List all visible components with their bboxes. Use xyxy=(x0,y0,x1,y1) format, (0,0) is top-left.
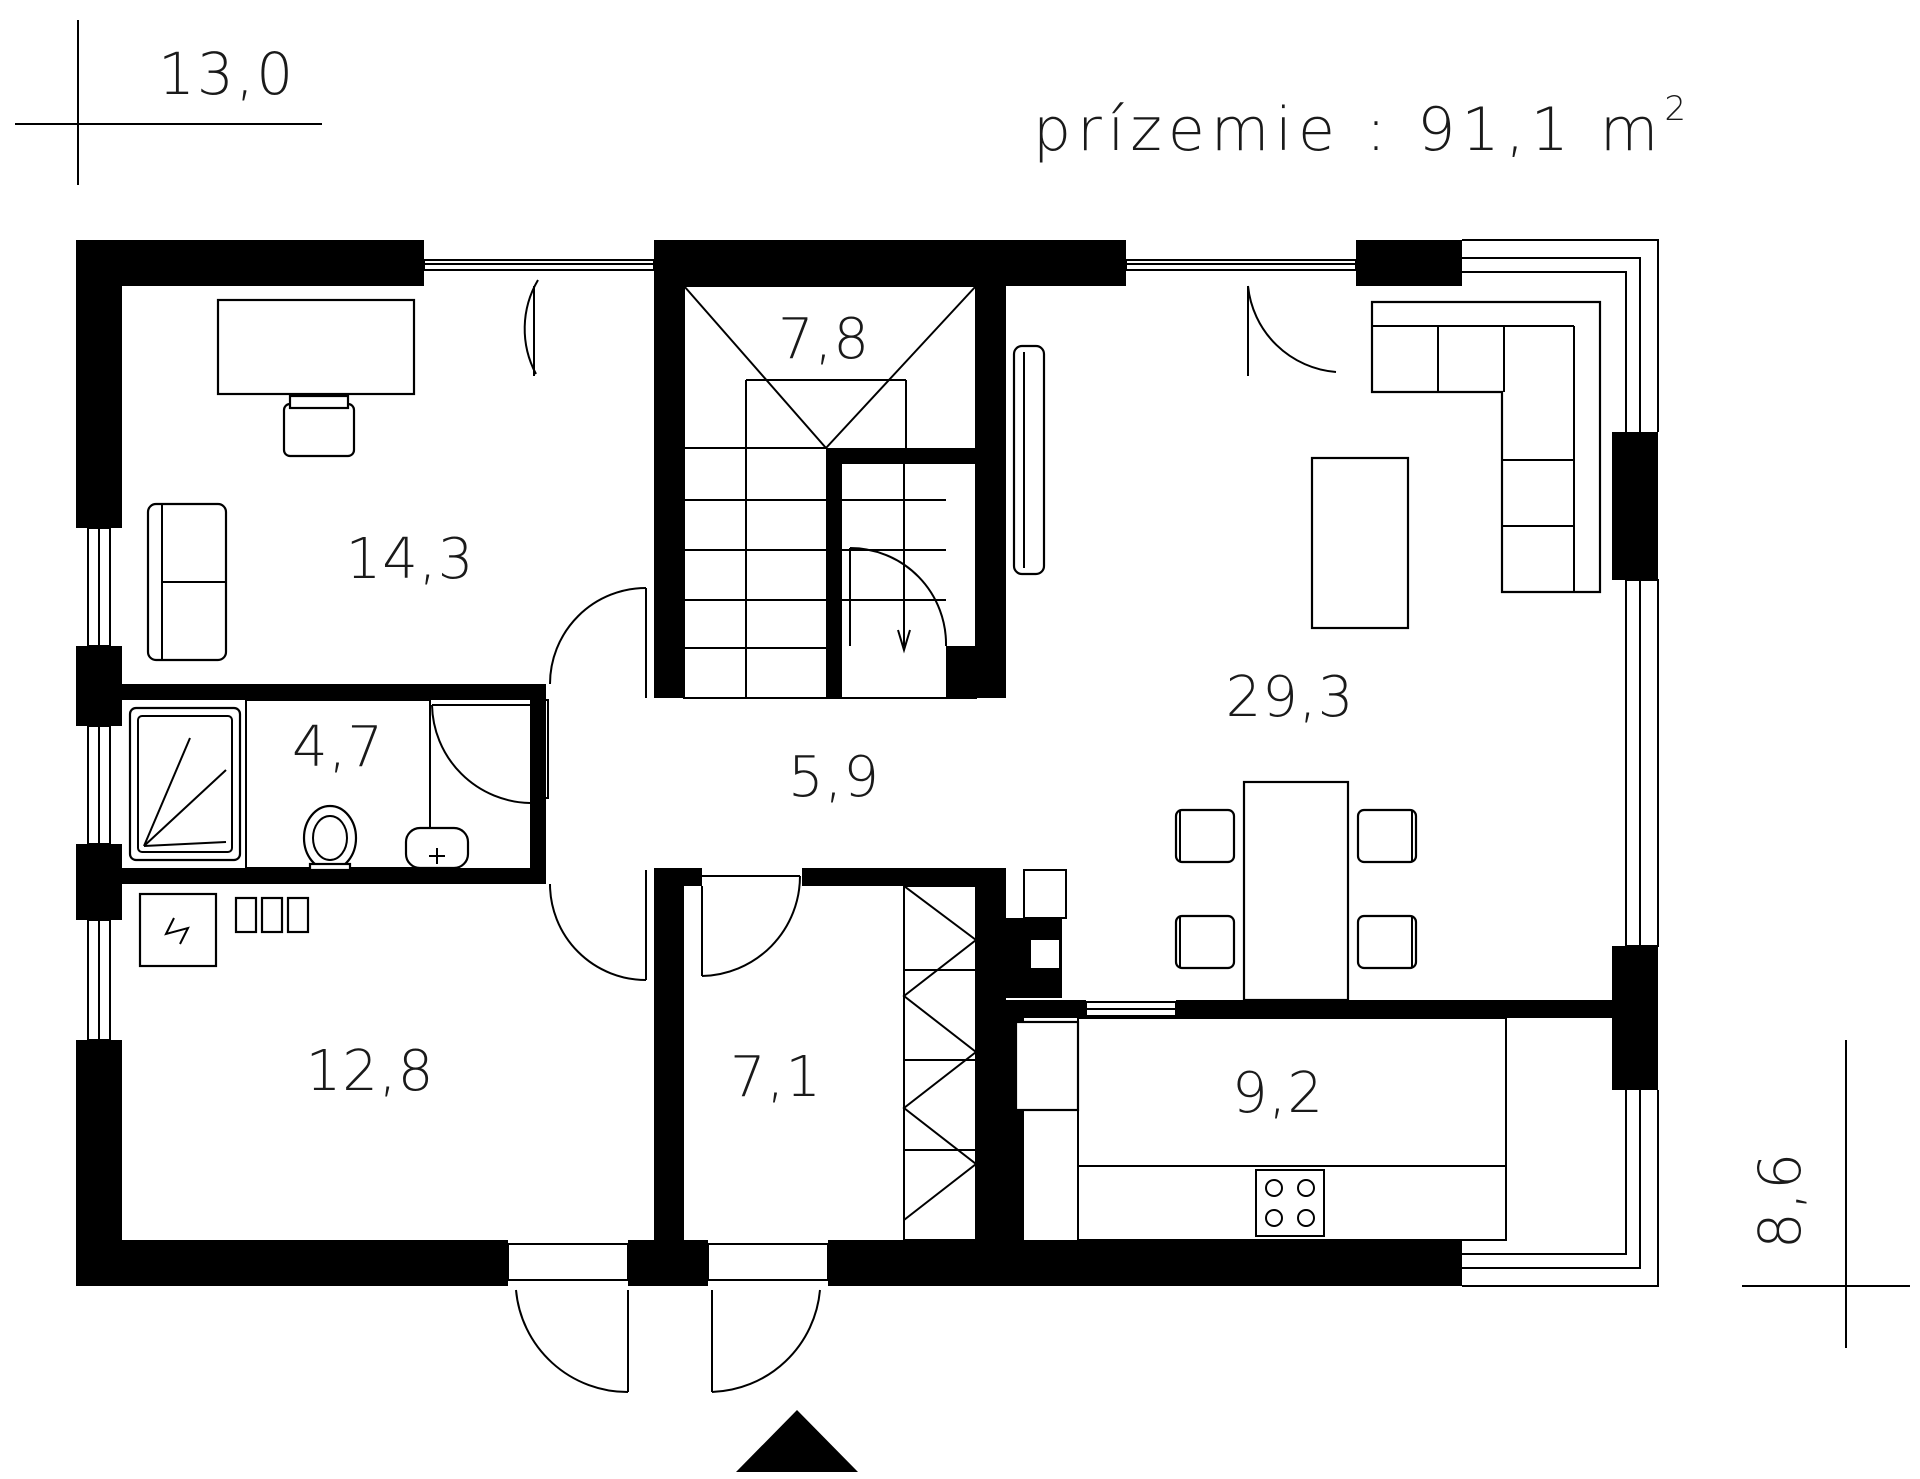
width-dimension-marker: 13,0 xyxy=(15,20,322,185)
room-area-kitchen: 9,2 xyxy=(1232,1061,1324,1126)
dining-chair xyxy=(1174,914,1236,970)
internal-glazing xyxy=(1085,1001,1501,1017)
windows xyxy=(87,239,1659,1287)
dining-chair xyxy=(1356,914,1418,970)
fridge xyxy=(1014,1020,1080,1112)
dining-chair xyxy=(1356,808,1418,864)
room-area-bath: 4,7 xyxy=(292,715,384,780)
coffee-table xyxy=(1310,456,1410,630)
entrance-arrow-icon xyxy=(736,1410,858,1472)
tv-unit xyxy=(1012,344,1046,576)
depth-dimension-label: 8,6 xyxy=(1746,1151,1814,1249)
room-area-utility: 12,8 xyxy=(306,1039,435,1104)
corner-sofa xyxy=(1370,300,1602,594)
floor-title: prízemie : 91,1 m2 xyxy=(1033,89,1692,165)
study-furniture xyxy=(146,298,416,662)
bathroom-fixtures xyxy=(128,699,549,872)
room-area-stair: 7,8 xyxy=(778,307,870,372)
floor-title-text: prízemie : 91,1 m xyxy=(1033,95,1664,165)
room-area-living: 29,3 xyxy=(1226,665,1355,730)
shower-tray xyxy=(128,706,242,862)
living-furniture xyxy=(1012,300,1602,1002)
kitchen-units xyxy=(1014,1017,1507,1241)
room-area-hall: 5,9 xyxy=(788,745,880,810)
dining-table xyxy=(1242,780,1350,1002)
outer-walls xyxy=(76,240,1658,1286)
chimney-box xyxy=(1023,869,1067,919)
staircase xyxy=(683,285,977,699)
entry-wardrobe xyxy=(902,885,978,1241)
desk xyxy=(216,298,416,396)
room-labels: 14,3 7,8 29,3 4,7 5,9 12,8 7,1 9,2 xyxy=(292,307,1355,1126)
utility-fixtures xyxy=(138,892,310,968)
room-area-entry: 7,1 xyxy=(730,1045,822,1110)
doors xyxy=(431,279,1337,1394)
shaft-void xyxy=(1031,940,1059,968)
room-area-study: 14,3 xyxy=(346,527,475,592)
floor-title-superscript: 2 xyxy=(1664,89,1692,129)
width-dimension-label: 13,0 xyxy=(158,40,295,108)
dining-chair xyxy=(1174,808,1236,864)
interior-walls xyxy=(122,240,1612,1240)
desk-chair xyxy=(282,402,356,458)
depth-dimension-marker: 8,6 xyxy=(1742,1040,1910,1348)
